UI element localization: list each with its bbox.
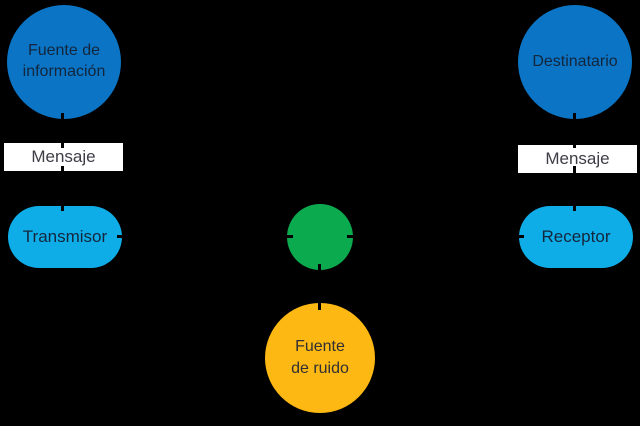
node-destinatario-label: Destinatario (532, 52, 618, 70)
node-mensaje-left-label: Mensaje (31, 147, 96, 166)
node-mensaje-right: Mensaje (518, 145, 637, 173)
node-fuente-de-informacion: Fuente de información (7, 5, 121, 119)
connector-channel-to-receiver (347, 235, 524, 238)
node-destinatario: Destinatario (518, 5, 632, 119)
connector-receiver-to-message-right (573, 166, 576, 211)
connector-transmitter-to-channel (117, 235, 293, 238)
node-transmisor: Transmisor (8, 206, 122, 268)
node-fuente-de-ruido: Fuente de ruido (265, 303, 375, 413)
connector-source-to-message-left (61, 113, 64, 148)
node-receptor: Receptor (519, 206, 633, 268)
node-receptor-label: Receptor (541, 227, 611, 246)
connector-noise-to-channel (318, 264, 321, 310)
node-fuente-de-ruido-label: Fuente de ruido (291, 338, 349, 377)
node-transmisor-label: Transmisor (22, 227, 108, 246)
connector-message-right-to-destination (573, 113, 576, 148)
connector-message-left-to-transmitter (61, 166, 64, 211)
node-canal-junction (287, 204, 353, 270)
node-mensaje-right-label: Mensaje (545, 149, 610, 168)
node-fuente-de-informacion-label: Fuente de información (22, 42, 106, 80)
